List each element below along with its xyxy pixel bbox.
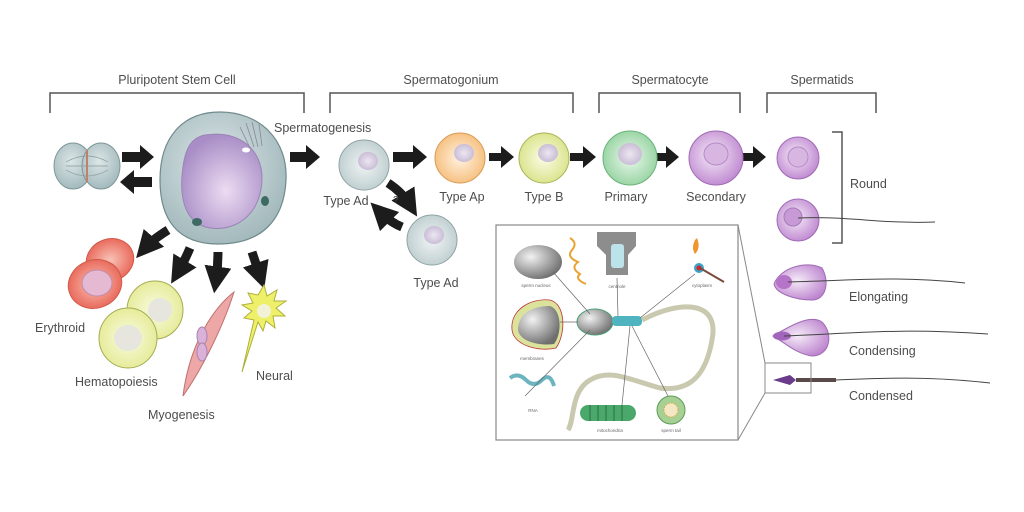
inset-label-cytoplasm: cytoplasm <box>691 283 713 288</box>
group-label-spermatocyte: Spermatocyte <box>631 73 709 87</box>
arrow-to-stem <box>122 145 154 169</box>
process-label-spermatogenesis: Spermatogenesis <box>274 121 372 135</box>
sperm-tail-cross-section-icon <box>656 395 686 425</box>
sperm-nucleus-icon <box>514 245 562 279</box>
arrow-to-hematopoiesis <box>171 246 197 284</box>
cytoplasm-icon <box>693 238 699 254</box>
label-type-b: Type B <box>524 190 564 204</box>
rna-icon <box>508 373 556 387</box>
label-neural: Neural <box>256 369 293 383</box>
label-condensing: Condensing <box>849 344 916 358</box>
arrow-to-neural <box>242 250 269 289</box>
label-erythroid: Erythroid <box>35 321 86 335</box>
bracket-spermatogonium <box>329 92 574 113</box>
hematopoiesis-cells <box>98 280 184 369</box>
mitochondria-icon <box>580 405 636 421</box>
neural-cell <box>240 283 288 373</box>
label-myogenesis: Myogenesis <box>148 408 215 422</box>
arrow-to-dividing <box>120 170 152 194</box>
tail-icon <box>565 304 716 432</box>
inset-label-sperm-nucleus: sperm nucleus <box>521 283 551 288</box>
group-label-spermatogonium: Spermatogonium <box>403 73 499 87</box>
label-uncertain: ? <box>393 195 399 206</box>
bracket-round <box>832 131 843 244</box>
midpiece-icon <box>612 316 642 326</box>
arrows <box>120 145 766 194</box>
label-type-ad-2: Type Ad <box>413 276 459 290</box>
dividing-cell <box>53 142 121 190</box>
label-round: Round <box>850 177 887 191</box>
label-elongating: Elongating <box>849 290 909 304</box>
zoom-source-box <box>764 362 812 394</box>
label-condensed: Condensed <box>849 389 913 403</box>
bracket-spermatocyte <box>598 92 741 113</box>
arrow-to-erythroid <box>136 226 171 259</box>
group-label-pluripotent: Pluripotent Stem Cell <box>118 73 236 87</box>
condensed-spermatid <box>773 375 991 385</box>
label-type-ap: Type Ap <box>439 190 485 204</box>
arrow-spermatogenesis <box>290 145 320 169</box>
inset-illustration <box>508 232 725 432</box>
inset-label-sperm-tail: sperm tail <box>661 428 681 433</box>
inset-label-mitochondria: mitochondria <box>597 428 623 433</box>
arrow-secondary-round <box>741 146 766 168</box>
inset-label-membranes: membranes <box>520 356 544 361</box>
label-hematopoiesis: Hematopoiesis <box>75 375 158 389</box>
type-ad-cell-2 <box>406 214 458 266</box>
label-primary: Primary <box>604 190 648 204</box>
arrow-ad-ap <box>393 145 427 169</box>
type-ad-cell-1 <box>338 139 390 191</box>
round-spermatid-1 <box>776 136 820 180</box>
secondary-cell <box>688 130 744 186</box>
bracket-pluripotent <box>49 92 305 113</box>
arrow-ad-to-ad2 <box>385 179 418 217</box>
inset-label-centriole: centriole <box>608 284 626 289</box>
primary-cell <box>602 130 658 186</box>
arrow-b-primary <box>570 146 596 168</box>
arrow-ad2-to-ad <box>370 202 404 232</box>
round-spermatid-2 <box>776 198 936 242</box>
label-type-ad-1: Type Ad <box>323 194 369 208</box>
group-label-spermatids: Spermatids <box>790 73 854 87</box>
arrow-ap-b <box>489 146 514 168</box>
zoom-connector-lines <box>737 224 766 441</box>
inset-label-rna: RNA <box>528 408 538 413</box>
label-secondary: Secondary <box>686 190 746 204</box>
sperm-head-icon <box>576 308 614 336</box>
arrow-to-myogenesis <box>204 251 232 294</box>
bracket-spermatids <box>766 92 877 113</box>
elongating-spermatid <box>773 264 966 301</box>
condensing-spermatid <box>771 318 989 357</box>
erythroid-cells <box>67 238 135 309</box>
dna-strand-icon <box>569 237 587 285</box>
arrow-primary-secondary <box>652 146 679 168</box>
myogenesis-cell <box>182 290 235 397</box>
pluripotent-stem-cell <box>159 111 287 245</box>
type-b-cell <box>518 132 570 184</box>
type-ap-cell <box>434 132 486 184</box>
